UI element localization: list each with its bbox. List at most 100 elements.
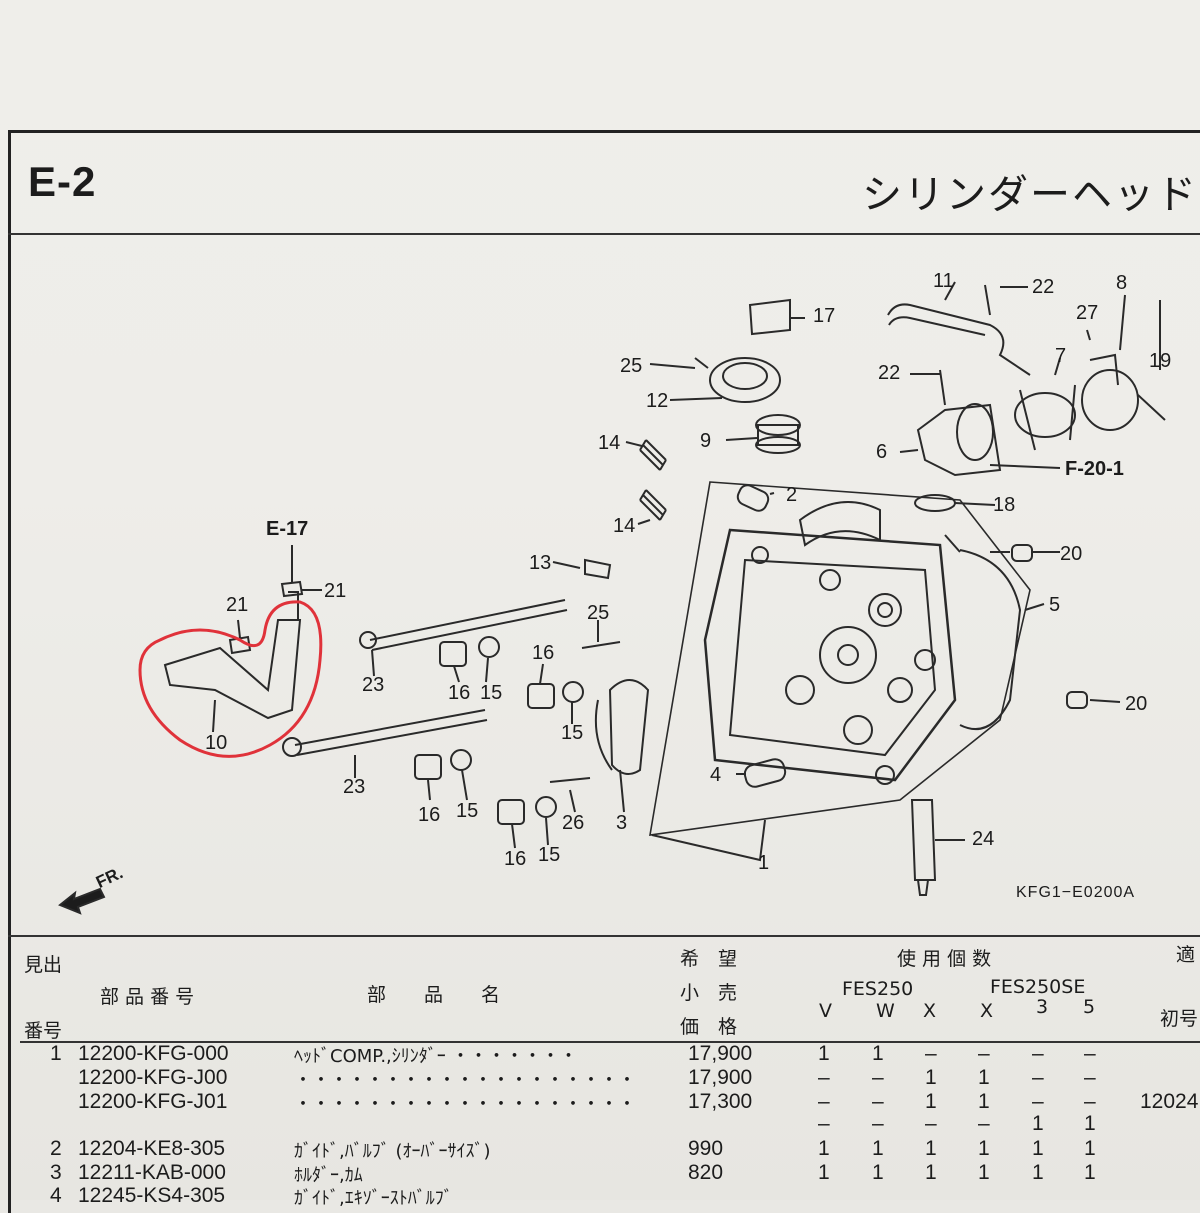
row-qty: – bbox=[1032, 1066, 1044, 1089]
row-ref-number: 1 bbox=[50, 1042, 62, 1065]
col-header-bangou: 番号 bbox=[24, 1020, 63, 1042]
row-part-number: 12200-KFG-000 bbox=[78, 1042, 229, 1065]
row-part-number: 12200-KFG-J00 bbox=[78, 1066, 228, 1089]
cylinder-head-part bbox=[649, 481, 1031, 836]
row-qty: 1 bbox=[872, 1042, 884, 1065]
callout-label: 25 bbox=[587, 602, 610, 624]
row-qty: – bbox=[1032, 1090, 1044, 1113]
row-qty: – bbox=[1084, 1090, 1096, 1113]
callout-label: 20 bbox=[1125, 693, 1148, 715]
row-part-number: 12200-KFG-J01 bbox=[78, 1090, 228, 1113]
col-header-model: 5 bbox=[1083, 996, 1096, 1018]
row-qty: – bbox=[872, 1112, 884, 1135]
callout-label: 16 bbox=[448, 682, 471, 704]
callout-label: 16 bbox=[418, 804, 441, 826]
drawing-code: KFG1−E0200A bbox=[1016, 884, 1136, 901]
row-qty: 1 bbox=[1032, 1112, 1044, 1135]
row-qty: 1 bbox=[818, 1137, 830, 1160]
row-qty: – bbox=[872, 1090, 884, 1113]
callout-label: 15 bbox=[561, 722, 584, 744]
callout-label: 6 bbox=[876, 441, 888, 463]
nut-washer-set bbox=[414, 636, 584, 825]
callout-label: 24 bbox=[972, 828, 995, 850]
callout-label: 21 bbox=[226, 594, 249, 616]
row-ref-number: 4 bbox=[50, 1184, 62, 1207]
cross-ref-f20[interactable]: F-20-1 bbox=[1065, 458, 1124, 480]
col-header-tekiyou: 適 bbox=[1176, 944, 1196, 966]
callout-label: 15 bbox=[456, 800, 479, 822]
col-header-kakaku: 価 格 bbox=[680, 1016, 738, 1038]
callout-label: 8 bbox=[1116, 272, 1128, 294]
section-id: E-2 bbox=[28, 158, 97, 205]
callout-label: 3 bbox=[616, 812, 628, 834]
row-qty: 1 bbox=[925, 1066, 937, 1089]
callout-label: 22 bbox=[1032, 276, 1055, 298]
row-part-name: ﾍｯﾄﾞCOMP.,ｼﾘﾝﾀﾞｰ ・・・・・・・ bbox=[294, 1046, 578, 1067]
row-qty: 1 bbox=[925, 1161, 937, 1184]
callout-label: 15 bbox=[480, 682, 503, 704]
row-qty: 1 bbox=[978, 1090, 990, 1113]
col-header-part-no: 部 品 番 号 bbox=[100, 986, 195, 1008]
row-ref-number: 2 bbox=[50, 1137, 62, 1160]
callout-label: 23 bbox=[362, 674, 385, 696]
row-part-number: 12245-KS4-305 bbox=[78, 1184, 226, 1207]
row-qty: 1 bbox=[925, 1137, 937, 1160]
row-qty: – bbox=[818, 1090, 830, 1113]
callout-label: 25 bbox=[620, 355, 643, 377]
row-qty: 1 bbox=[978, 1066, 990, 1089]
col-header-model: V bbox=[819, 1000, 832, 1022]
callout-label: 9 bbox=[700, 430, 712, 452]
row-qty: 1 bbox=[925, 1090, 937, 1113]
col-header-model: W bbox=[876, 1000, 895, 1022]
row-qty: – bbox=[978, 1112, 990, 1135]
col-header-model: X bbox=[980, 1000, 994, 1022]
row-qty: 1 bbox=[818, 1161, 830, 1184]
row-qty: 1 bbox=[978, 1161, 990, 1184]
exploded-parts-diagram bbox=[58, 281, 1166, 915]
header-divider bbox=[8, 233, 1200, 235]
callout-label: 23 bbox=[343, 776, 366, 798]
row-qty: – bbox=[925, 1112, 937, 1135]
row-qty: 1 bbox=[872, 1137, 884, 1160]
callout-label: 4 bbox=[710, 764, 722, 786]
table-header-divider bbox=[20, 1041, 1200, 1043]
callout-label: 21 bbox=[324, 580, 347, 602]
row-part-name: ・・・・・・・・・・・・・・・・・・・ bbox=[294, 1094, 636, 1115]
col-header-kouri: 小 売 bbox=[680, 982, 738, 1004]
row-price: 17,900 bbox=[688, 1042, 753, 1065]
callout-label: 20 bbox=[1060, 543, 1083, 565]
callout-label: 26 bbox=[562, 812, 585, 834]
row-part-name: ｶﾞｲﾄﾞ,ｴｷｿﾞｰｽﾄﾊﾞﾙﾌﾞ bbox=[294, 1188, 453, 1209]
section-title: シリンダーヘッド bbox=[862, 172, 1198, 218]
col-header-part-name: 部 品 名 bbox=[367, 984, 501, 1006]
row-price: 820 bbox=[688, 1161, 724, 1184]
callout-label: 16 bbox=[532, 642, 555, 664]
row-qty: 1 bbox=[1032, 1137, 1044, 1160]
row-part-number: 12211-KAB-000 bbox=[78, 1161, 226, 1184]
row-qty: – bbox=[978, 1042, 990, 1065]
row-price: 17,300 bbox=[688, 1090, 753, 1113]
row-note: 12024 bbox=[1140, 1090, 1199, 1113]
cross-ref-e17[interactable]: E-17 bbox=[266, 518, 309, 540]
callout-label: 11 bbox=[933, 270, 954, 292]
callout-label: 22 bbox=[878, 362, 901, 384]
row-part-number: 12204-KE8-305 bbox=[78, 1137, 226, 1160]
callout-label: 7 bbox=[1055, 345, 1067, 367]
row-qty: – bbox=[1084, 1066, 1096, 1089]
table-top-divider bbox=[8, 935, 1200, 937]
row-qty: 1 bbox=[818, 1042, 830, 1065]
row-qty: 1 bbox=[1032, 1161, 1044, 1184]
row-qty: – bbox=[925, 1042, 937, 1065]
row-part-name: ・・・・・・・・・・・・・・・・・・・ bbox=[294, 1070, 636, 1091]
row-part-name: ﾎﾙﾀﾞｰ,ｶﾑ bbox=[294, 1165, 363, 1186]
row-price: 990 bbox=[688, 1137, 724, 1160]
row-qty: 1 bbox=[1084, 1112, 1096, 1135]
row-qty: – bbox=[1032, 1042, 1044, 1065]
callout-label: 1 bbox=[758, 852, 770, 874]
row-qty: – bbox=[818, 1066, 830, 1089]
front-arrow-icon bbox=[58, 887, 106, 915]
row-qty: – bbox=[1084, 1042, 1096, 1065]
callout-label: 13 bbox=[529, 552, 552, 574]
callout-label: 12 bbox=[646, 390, 669, 412]
